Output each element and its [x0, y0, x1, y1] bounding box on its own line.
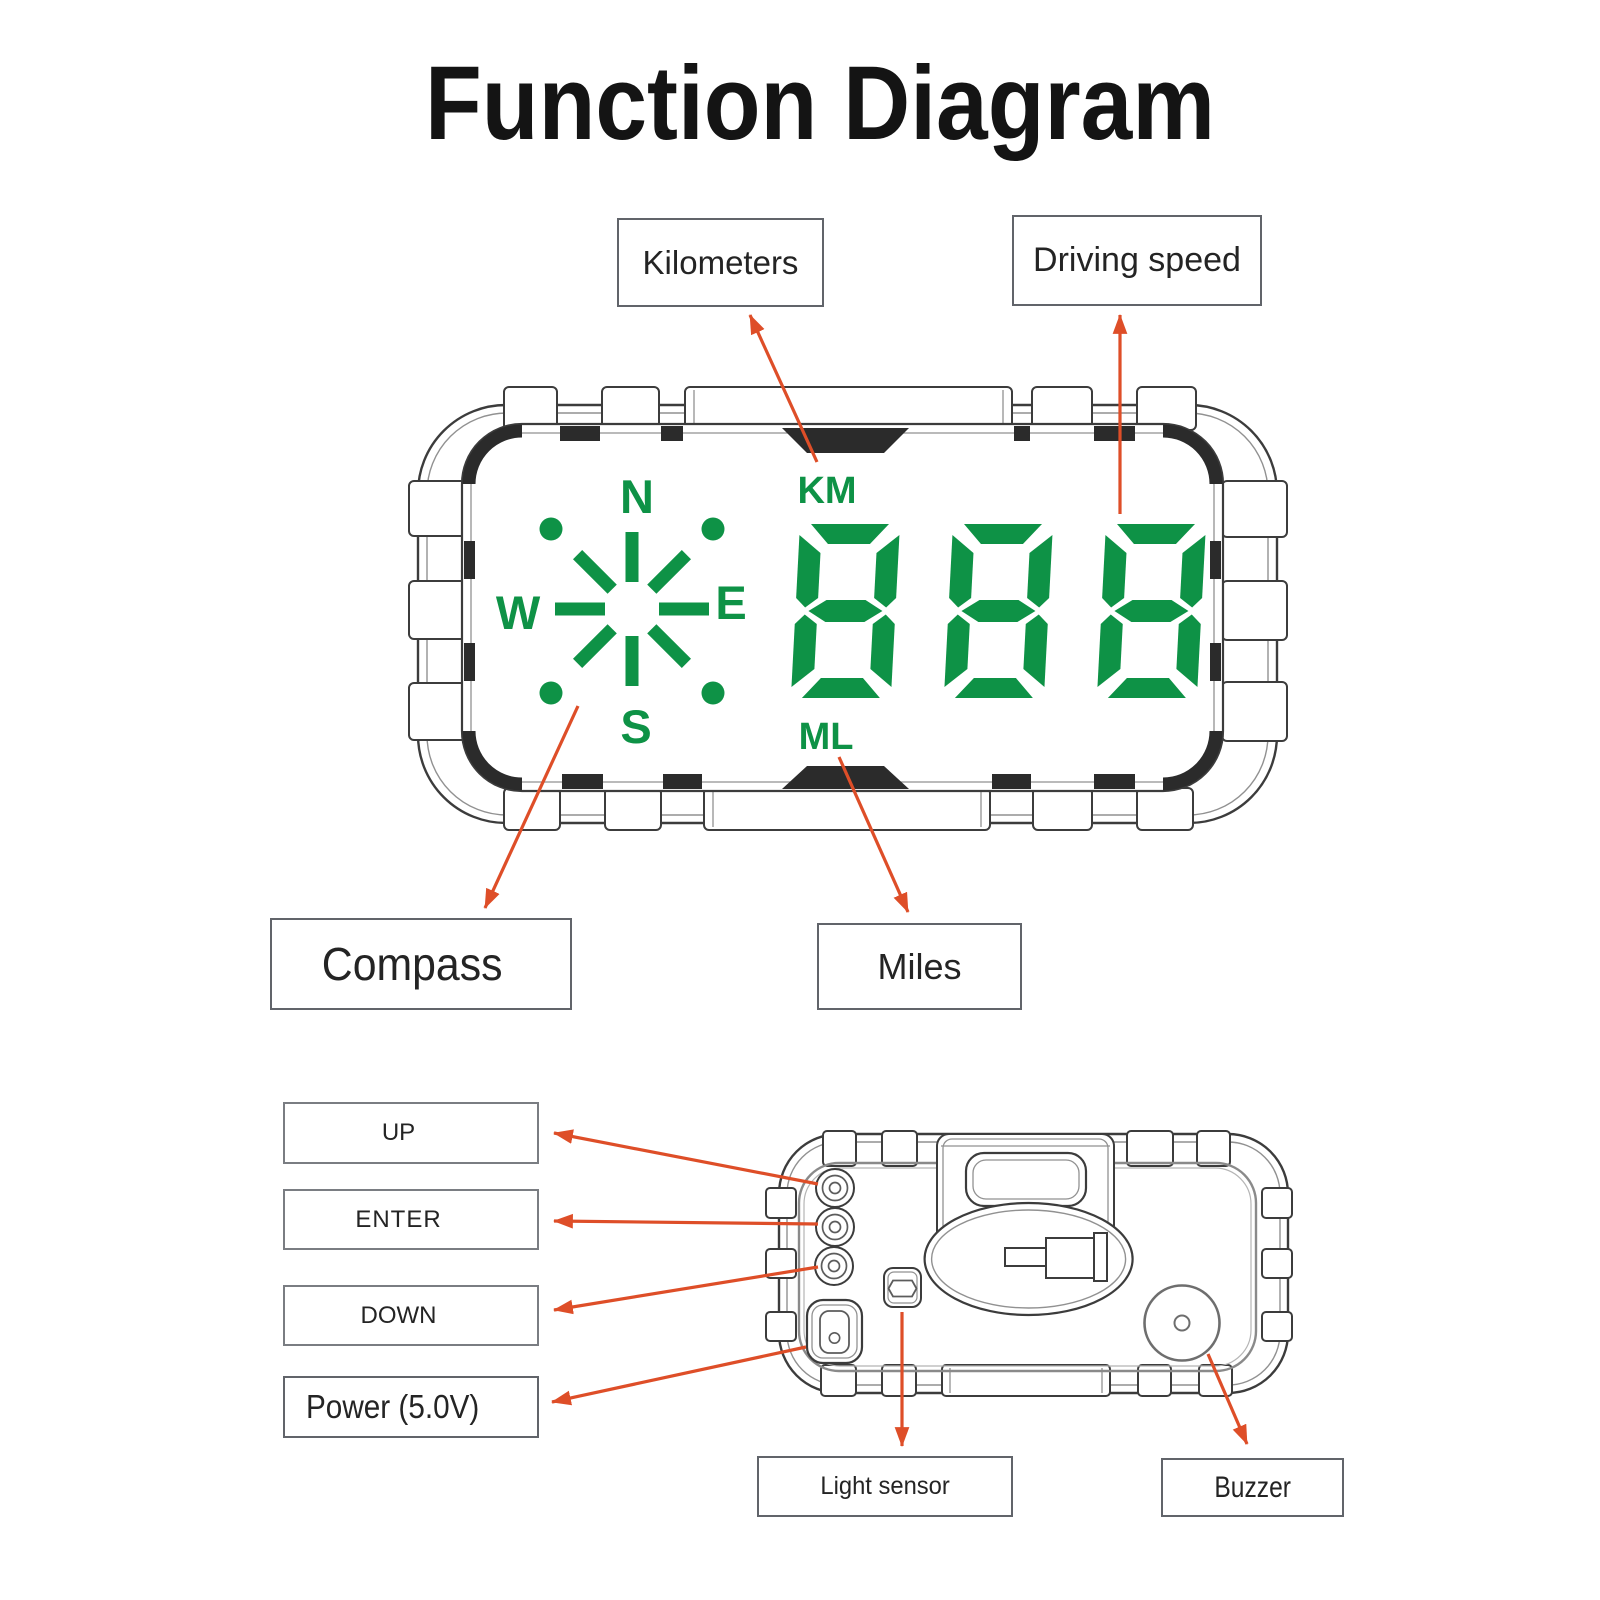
display-gasket-shadows [464, 426, 1221, 789]
compass-north-label: N [620, 470, 654, 523]
page-title: Function Diagram [425, 45, 1215, 162]
arrow-compass [483, 705, 580, 909]
ml-unit-label: ML [799, 716, 854, 758]
arrow-enter [553, 1213, 819, 1229]
callout-power: Power (5.0V) [283, 1376, 539, 1438]
arrow-kilometers [748, 314, 819, 463]
callout-power-label: Power (5.0V) [306, 1388, 480, 1425]
callout-compass: Compass [270, 918, 572, 1010]
mount-base [923, 1201, 1134, 1317]
buzzer [1143, 1284, 1221, 1362]
callout-compass-label: Compass [321, 938, 503, 990]
callout-miles: Miles [817, 923, 1022, 1010]
display-area: N S W E KM ML [496, 470, 1206, 758]
front-bumper-tabs [408, 386, 1288, 831]
compass-dot-sw [539, 681, 563, 705]
callout-light-sensor-label: Light sensor [820, 1472, 950, 1500]
callout-arrows [483, 314, 1249, 1447]
arrow-buzzer [1206, 1353, 1249, 1445]
enter-button [815, 1207, 855, 1247]
display-gasket [462, 424, 1223, 791]
light-sensor [883, 1267, 922, 1308]
hud-back-view [765, 1130, 1293, 1397]
callout-driving-speed: Driving speed [1012, 215, 1262, 306]
callout-kilometers: Kilometers [617, 218, 824, 307]
compass-east-label: E [715, 576, 746, 629]
plug-icon [1004, 1232, 1108, 1282]
arrow-power [551, 1345, 807, 1406]
callout-buzzer: Buzzer [1161, 1458, 1344, 1517]
callout-driving-speed-label: Driving speed [1033, 241, 1241, 279]
arrow-up [553, 1129, 819, 1186]
callout-up: UP [283, 1102, 539, 1164]
callout-enter-label: ENTER [355, 1205, 442, 1233]
down-button [814, 1246, 854, 1286]
callout-down: DOWN [283, 1285, 539, 1346]
compass-west-label: W [496, 586, 541, 639]
compass-dot-se [701, 681, 725, 705]
callout-up-label: UP [381, 1119, 416, 1146]
compass-south-label: S [620, 700, 651, 753]
callout-kilometers-label: Kilometers [642, 243, 799, 281]
arrow-miles [837, 756, 910, 913]
arrow-down [553, 1265, 819, 1315]
callout-enter: ENTER [283, 1189, 539, 1250]
km-unit-label: KM [797, 470, 856, 512]
callout-buzzer-label: Buzzer [1214, 1470, 1291, 1504]
up-button [815, 1168, 855, 1208]
hud-front-view: N S W E KM ML [408, 386, 1288, 831]
back-bumper-tabs [765, 1130, 1293, 1397]
front-wide-tab-edge-lines [693, 390, 1004, 827]
compass-dot-ne [701, 517, 725, 541]
callout-miles-label: Miles [877, 945, 962, 987]
callout-down-label: DOWN [360, 1301, 437, 1329]
compass-dot-nw [539, 517, 563, 541]
power-jack [805, 1298, 864, 1365]
compass-rose: N S W E [496, 470, 747, 753]
callout-light-sensor: Light sensor [757, 1456, 1013, 1517]
